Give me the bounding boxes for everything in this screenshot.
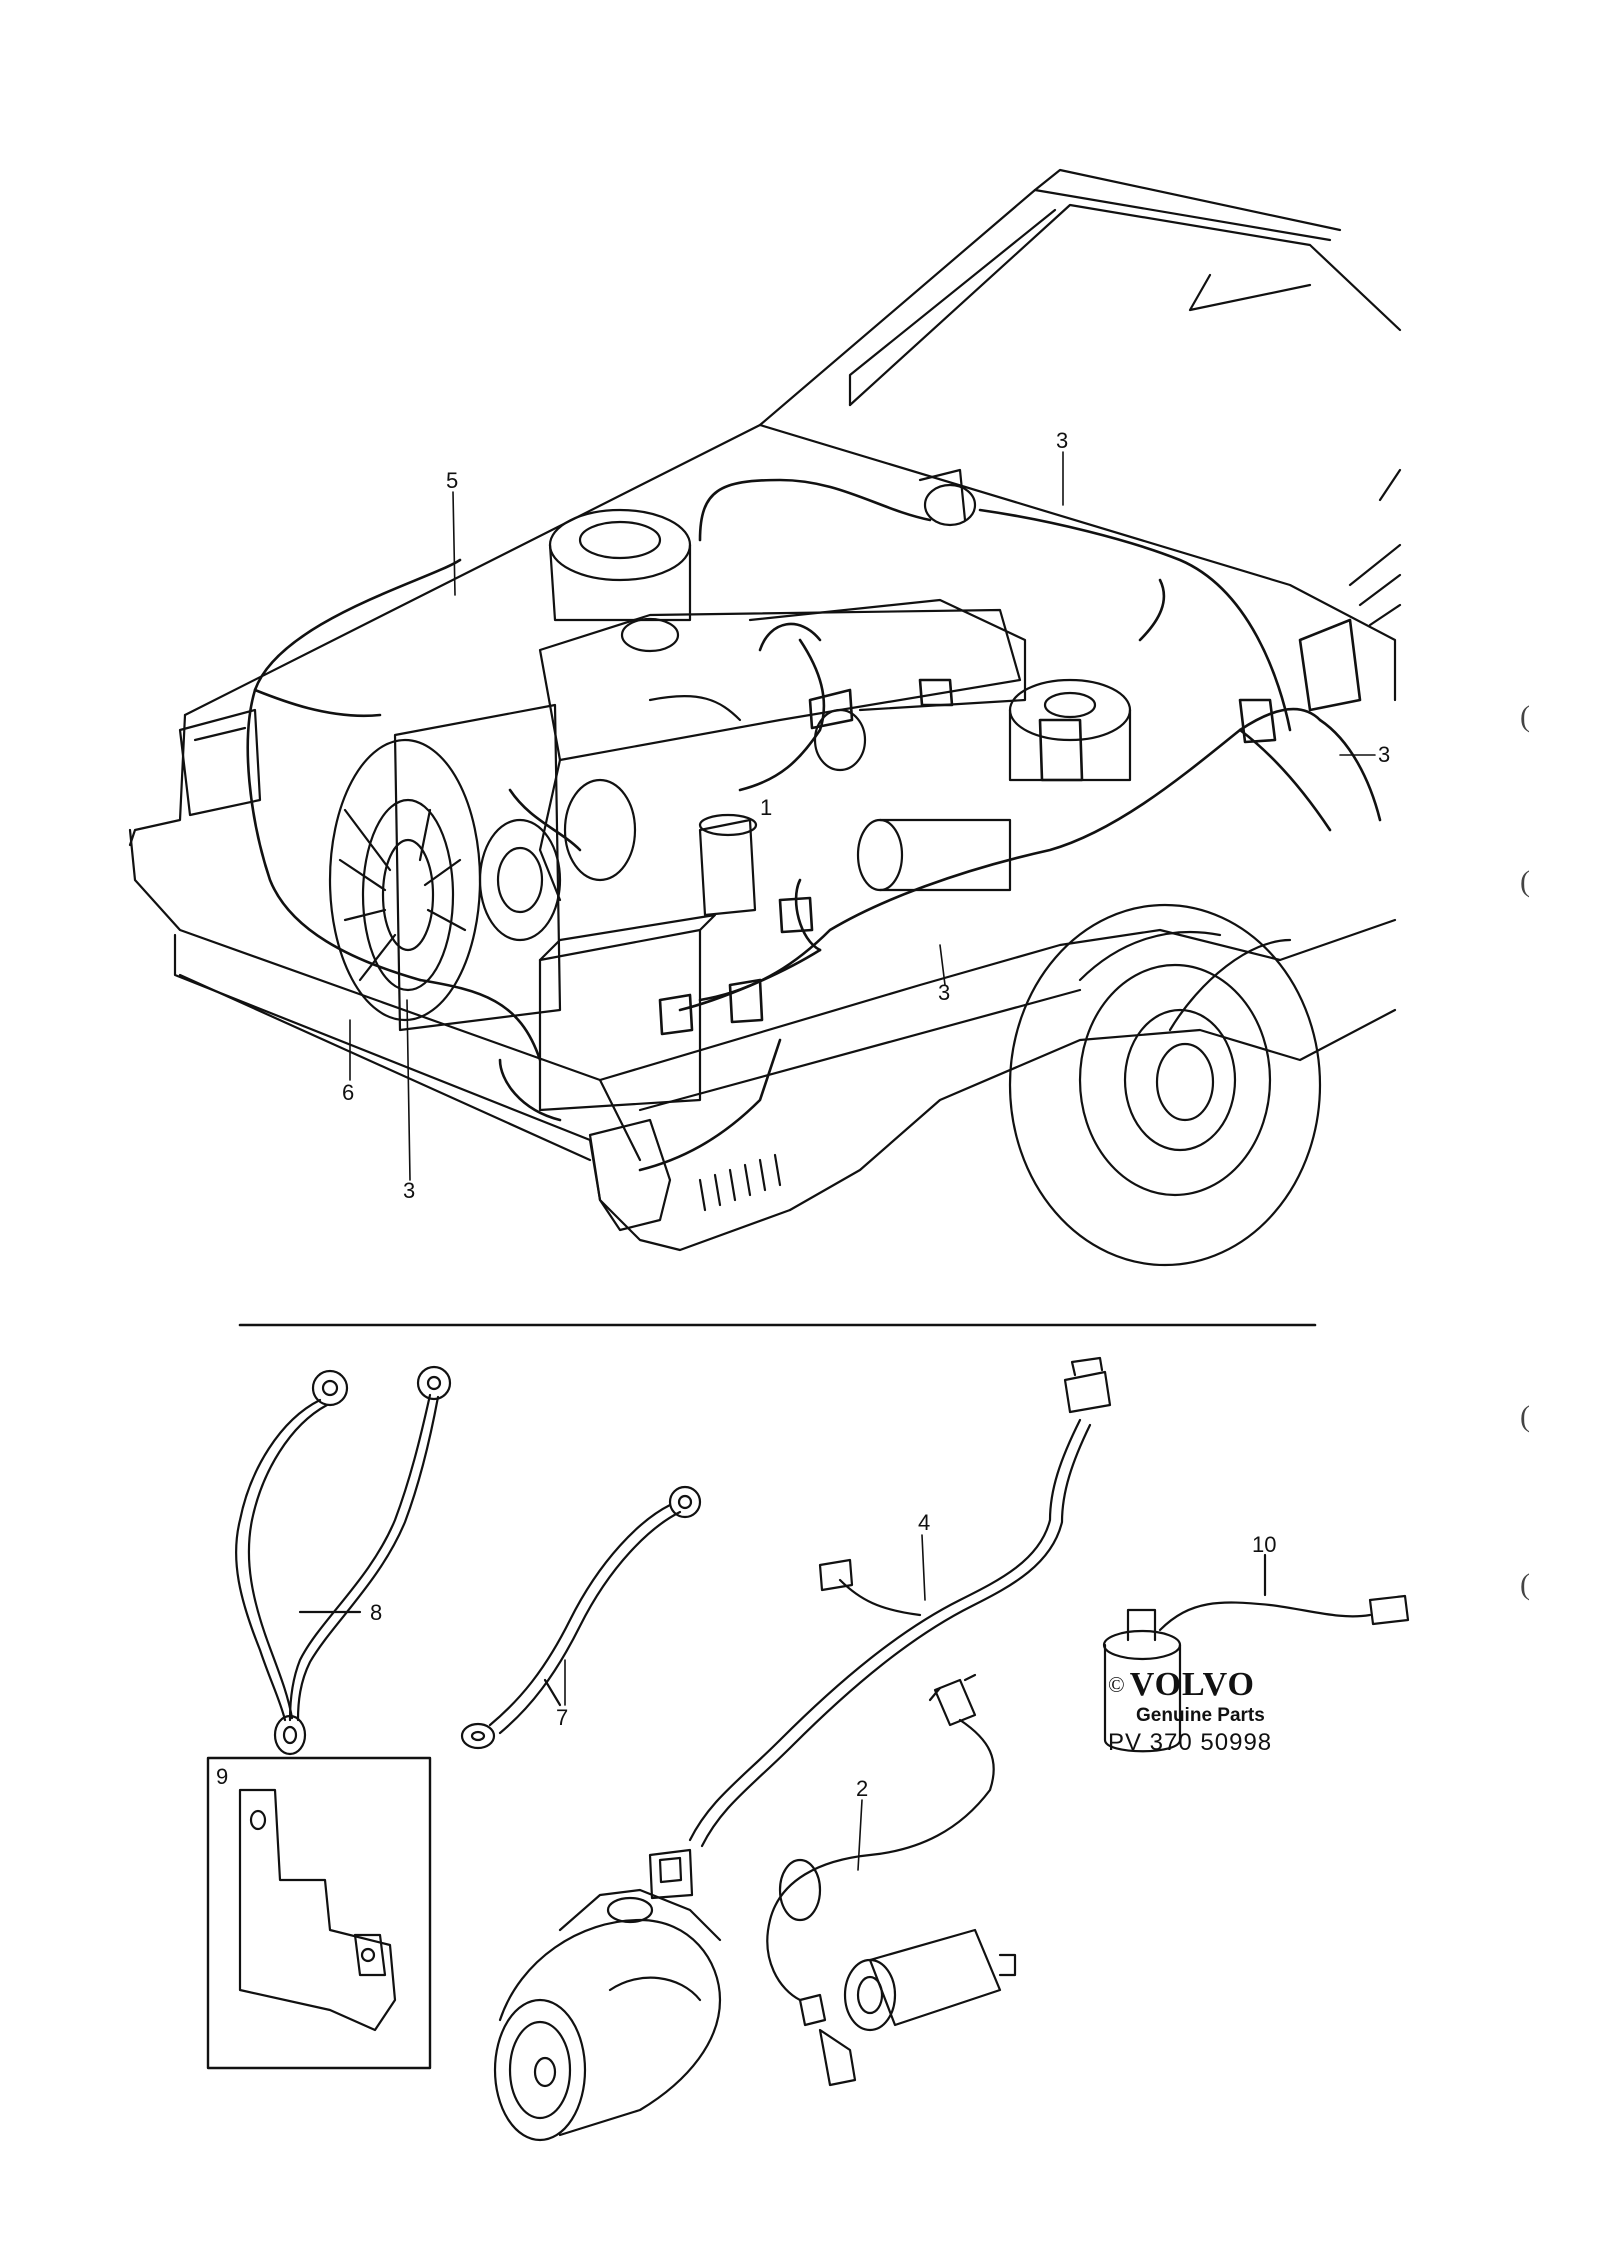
reference-number: PV 370 50998 — [1108, 1729, 1273, 1756]
callout-10: 10 — [1252, 1532, 1276, 1557]
callout-4: 4 — [918, 1510, 930, 1535]
margin-mark-2: ( — [1520, 865, 1530, 898]
part-10-coil — [1102, 1553, 1410, 1753]
margin-mark-3: ( — [1520, 1400, 1530, 1433]
part-2-sensor-cable — [766, 1673, 1017, 2087]
genuine-parts-tagline: Genuine Parts — [1136, 1705, 1265, 1726]
volvo-logo: ©VOLVO — [1108, 1666, 1368, 1704]
margin-mark-1: ( — [1520, 700, 1530, 733]
part-4-harness — [648, 1356, 1112, 1900]
margin-mark-4: ( — [1520, 1568, 1530, 1601]
callout-7: 7 — [556, 1705, 568, 1730]
engine-block — [328, 468, 1132, 1112]
callout-3-right: 3 — [1378, 742, 1390, 767]
callout-3-fender: 3 — [938, 980, 950, 1005]
part-7-battery-cable — [460, 1485, 702, 1750]
callout-3-top: 3 — [1056, 428, 1068, 453]
leader-lines — [349, 451, 1376, 1871]
callout-labels: 1 2 3 3 3 3 4 5 6 7 8 9 10 — [216, 428, 1390, 1801]
part-9-bracket-box — [206, 1756, 432, 2070]
volvo-brand-block: ©VOLVO Genuine Parts PV 370 50998 — [1108, 1666, 1368, 1758]
part-8-ground-straps — [234, 1365, 452, 1756]
callout-9: 9 — [216, 1764, 228, 1789]
callout-6: 6 — [342, 1080, 354, 1105]
volvo-wordmark: VOLVO — [1129, 1666, 1255, 1703]
callout-1: 1 — [760, 795, 772, 820]
callout-2: 2 — [856, 1776, 868, 1801]
callout-3-lower: 3 — [403, 1178, 415, 1203]
ac-compressor — [493, 1888, 722, 2142]
callout-8: 8 — [370, 1600, 382, 1625]
wiring-harness — [246, 478, 1382, 1172]
callout-5: 5 — [446, 468, 458, 493]
car-body — [128, 168, 1402, 1267]
copyright-mark: © — [1108, 1672, 1126, 1697]
